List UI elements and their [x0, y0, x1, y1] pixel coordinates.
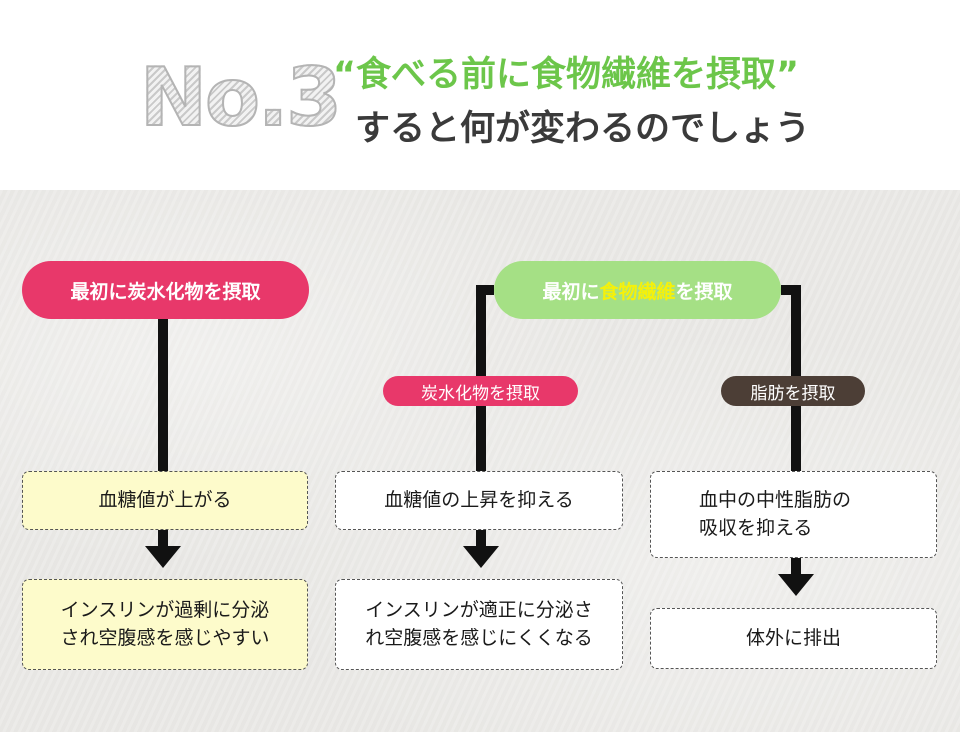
box-insulin-excess: インスリンが過剰に分泌 され空腹感を感じやすい	[22, 579, 308, 670]
left-connector-bottom	[158, 530, 168, 552]
box-insulin-proper-text: インスリンが適正に分泌さ れ空腹感を感じにくくなる	[365, 597, 593, 652]
box-insulin-excess-text: インスリンが過剰に分泌 され空腹感を感じやすい	[60, 597, 269, 652]
branch-fat-pill: 脂肪を摂取	[721, 376, 865, 406]
box-suppress-fat-line1: 血中の中性脂肪の	[699, 488, 852, 511]
mid-arrow-icon	[463, 546, 499, 568]
box-suppress-fat-line2: 吸収を抑える	[699, 516, 813, 539]
start-fiber-pill: 最初に食物繊維を摂取	[494, 261, 781, 319]
box-insulin-excess-line1: インスリンが過剰に分泌	[60, 598, 270, 621]
box-excreted: 体外に排出	[650, 608, 937, 669]
left-connector-top	[158, 318, 168, 471]
box-suppress-fat-text: 血中の中性脂肪の 吸収を抑える	[699, 487, 851, 542]
start-fiber-prefix: 最初に	[542, 280, 600, 303]
box-blood-sugar-rises: 血糖値が上がる	[22, 471, 308, 530]
left-arrow-icon	[145, 546, 181, 568]
box-insulin-proper-line2: れ空腹感を感じにくくなる	[365, 626, 593, 649]
box-blood-sugar-rises-text: 血糖値が上がる	[98, 488, 232, 511]
start-carb-pill: 最初に炭水化物を摂取	[22, 261, 309, 319]
start-fiber-suffix: を摂取	[675, 280, 733, 303]
box-suppress-blood-sugar: 血糖値の上昇を抑える	[335, 471, 623, 530]
branch-carb-pill: 炭水化物を摂取	[383, 376, 578, 406]
box-suppress-fat: 血中の中性脂肪の 吸収を抑える	[650, 471, 937, 558]
box-excreted-text: 体外に排出	[745, 626, 841, 649]
start-fiber-highlight: 食物繊維	[599, 280, 676, 303]
header: No.3 “食べる前に食物繊維を摂取” すると何が変わるのでしょう	[0, 0, 960, 190]
title-line1: “食べる前に食物繊維を摂取”	[333, 55, 800, 95]
box-insulin-proper-line1: インスリンが適正に分泌さ	[365, 598, 593, 621]
right-connector-bottom	[791, 558, 801, 578]
mid-connector-bottom	[476, 530, 486, 552]
number-label: No.3	[139, 51, 343, 144]
box-suppress-blood-sugar-text: 血糖値の上昇を抑える	[384, 488, 574, 511]
title-line2: すると何が変わるのでしょう	[355, 109, 811, 149]
box-insulin-proper: インスリンが適正に分泌さ れ空腹感を感じにくくなる	[335, 579, 623, 670]
box-insulin-excess-line2: され空腹感を感じやすい	[60, 626, 270, 649]
right-arrow-icon	[778, 574, 814, 596]
